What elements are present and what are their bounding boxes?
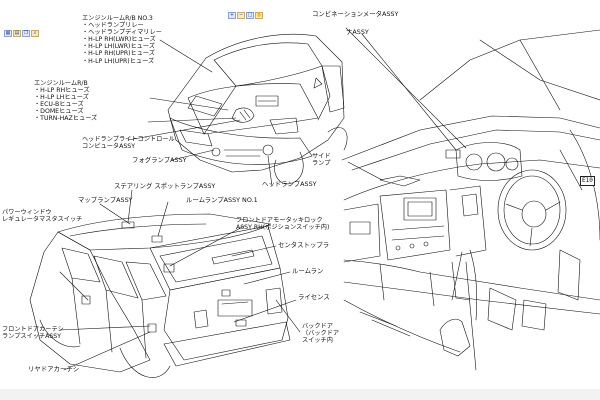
zoom-out-icon[interactable]: − xyxy=(237,12,245,19)
fit-icon[interactable]: □ xyxy=(246,12,254,19)
steering-spot-lamp-label: ステアリング スポットランプASSY xyxy=(114,182,216,190)
room-lamp-rear-label: ルームラン xyxy=(292,267,324,275)
rear-door-courtesy-label: リヤドアカーテシ xyxy=(28,365,80,373)
map-lamp-label: マップランプASSY xyxy=(78,196,133,204)
front-door-courtesy-label: フロントドアカーテシ ランプスイッチASSY xyxy=(2,326,64,340)
headlamp-label: ヘッドランプASSY xyxy=(262,180,317,188)
label-line: ・H-LP LHヒューズ xyxy=(34,94,89,102)
save-icon[interactable]: ▤ xyxy=(13,30,21,37)
copy-icon[interactable]: ❐ xyxy=(22,30,30,37)
combination-meter-label: コンビネーションメータASSY xyxy=(312,10,399,18)
label-line: ランプ xyxy=(312,160,331,168)
leader-lines-top-left xyxy=(127,39,273,187)
label-line: パワーウィンドウ xyxy=(2,209,52,216)
engine-room-rb3-label: エンジンルームR/B NO.3 ・ヘッドランプリレー ・ヘッドランプディマリレー… xyxy=(82,15,162,65)
label-line: エンジンルームR/B NO.3 xyxy=(82,15,153,22)
label-line: ・ヘッドランプディマリレー xyxy=(82,29,162,37)
zoom-in-icon[interactable]: + xyxy=(228,12,236,19)
fog-lamp-label: フォグランプASSY xyxy=(132,156,187,164)
front-door-lock-label: フロントドアモータッキロック ASSY RH(ポジションスイッチ内) xyxy=(236,217,329,231)
front-car-drawing xyxy=(167,33,348,185)
label-line: ・TURN-HAZヒューズ xyxy=(34,115,98,123)
label-line: フロントドアモータッキロック xyxy=(236,217,323,224)
label-line: ランプスイッチASSY xyxy=(2,333,61,341)
leader-lines-rear xyxy=(59,189,301,371)
engine-room-rb-label: エンジンルームR/B ・H-LP RHヒューズ ・H-LP LHヒューズ ・EC… xyxy=(34,80,97,123)
rear-car-drawing xyxy=(29,213,291,378)
hand-icon[interactable]: ✋ xyxy=(255,12,263,19)
label-line: バックドア xyxy=(302,323,333,330)
label-line: ・H-LP RHヒューズ xyxy=(34,87,90,95)
back-door-label: バックドア （バックドア スイッチ内 xyxy=(302,323,339,344)
label-line: （バックドア xyxy=(302,330,340,338)
label-line: レギュレータマスタスイッチ xyxy=(2,216,83,224)
print-icon[interactable]: ▦ xyxy=(4,30,12,37)
label-line: サイド xyxy=(312,153,331,160)
label-line: ASSY RH(ポジションスイッチ内) xyxy=(236,224,330,232)
label-line: スイッチ内 xyxy=(302,337,333,345)
dashboard-interior-drawing xyxy=(341,29,600,357)
headlamp-leveling-label: ヘッドランプライトコントロール コンピュータASSY xyxy=(82,136,175,150)
na-assy-label: ナASSY xyxy=(346,28,369,36)
leader-lines-interior xyxy=(345,27,477,371)
label-line: フロントドアカーテシ xyxy=(2,326,64,333)
toolbar-mid: + − □ ✋ xyxy=(228,12,263,19)
label-line: ・H-LP LH(LWR)ヒューズ xyxy=(82,43,155,51)
label-line: ・ヘッドランプリレー xyxy=(82,22,144,30)
label-line: ・ECU-Bヒューズ xyxy=(34,101,84,109)
label-line: ヘッドランプライトコントロール xyxy=(82,136,175,143)
side-lamp-label: サイド ランプ xyxy=(312,153,331,167)
center-stop-lamp-label: センタストップラ xyxy=(278,241,330,249)
toolbar-left: ▦ ▤ ❐ ⌕ xyxy=(4,30,39,37)
label-line: ・H-LP RH(LWR)ヒューズ xyxy=(82,36,156,44)
bottom-scroll-area[interactable] xyxy=(0,389,600,400)
label-line: コンピュータASSY xyxy=(82,143,135,151)
power-window-switch-label: パワーウィンドウ レギュレータマスタスイッチ xyxy=(2,209,82,223)
label-line: ・DOMEヒューズ xyxy=(34,108,84,116)
connector-tag-e10[interactable]: E10 xyxy=(580,176,595,186)
label-line: ・H-LP RH(UPR)ヒューズ xyxy=(82,50,155,58)
zoom-icon[interactable]: ⌕ xyxy=(31,30,39,37)
label-line: エンジンルームR/B xyxy=(34,80,88,87)
room-lamp-no1-label: ルームランプASSY NO.1 xyxy=(186,196,258,204)
license-lamp-label: ライセンス xyxy=(298,293,330,301)
label-line: ・H-LP LH(UPR)ヒューズ xyxy=(82,57,155,65)
